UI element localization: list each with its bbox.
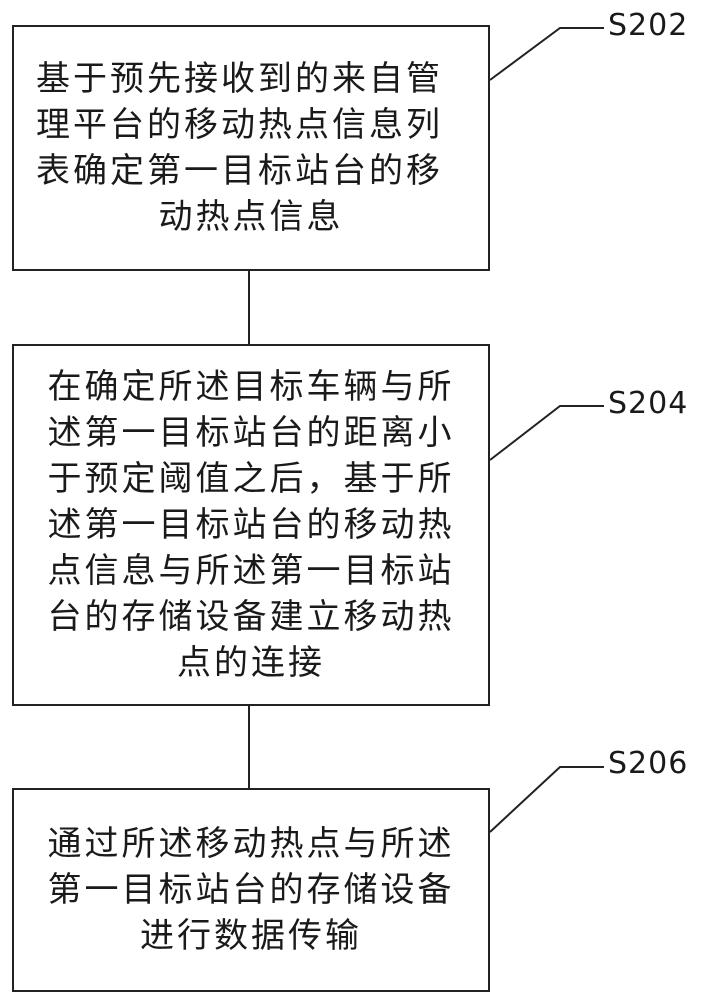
step-label-s206: S206 <box>608 746 689 781</box>
step-box-s204: 在确定所述目标车辆与所述第一目标站台的距离小于预定阈值之后，基于所述第一目标站台… <box>12 344 490 706</box>
step-box-s206: 通过所述移动热点与所述第一目标站台的存储设备进行数据传输 <box>12 788 490 992</box>
step-text-s206: 通过所述移动热点与所述第一目标站台的存储设备进行数据传输 <box>47 824 455 956</box>
step-text-s204: 在确定所述目标车辆与所述第一目标站台的距离小于预定阈值之后，基于所述第一目标站台… <box>47 367 455 683</box>
leader-line-s206 <box>489 766 604 833</box>
step-box-s202: 基于预先接收到的来自管理平台的移动热点信息列表确定第一目标站台的移动热点信息 <box>12 25 490 271</box>
leader-line-s202 <box>489 27 604 81</box>
step-text-s202: 基于预先接收到的来自管理平台的移动热点信息列表确定第一目标站台的移动热点信息 <box>36 59 443 237</box>
step-label-s202: S202 <box>608 8 689 43</box>
step-label-s204: S204 <box>608 386 689 421</box>
leader-line-s204 <box>489 405 604 461</box>
